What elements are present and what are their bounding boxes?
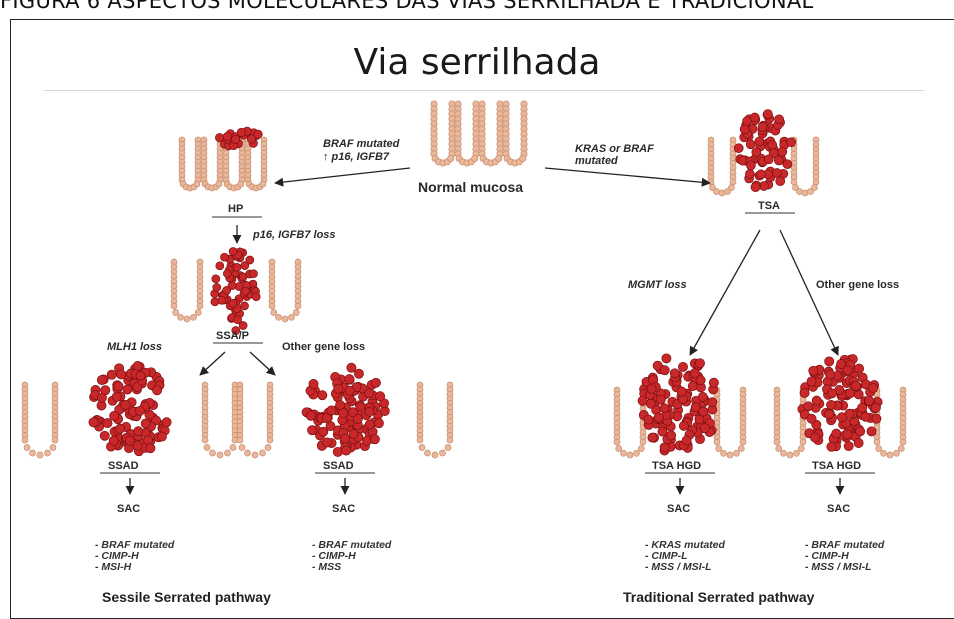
annotation-kras-braf: KRAS or BRAF	[575, 143, 654, 155]
normal-mucosa-label: Normal mucosa	[418, 179, 523, 195]
stage-tsa-hgd-1: TSA HGD	[652, 460, 701, 472]
arrow-normal-to-hp	[275, 168, 410, 183]
sac-2: SAC	[332, 503, 355, 515]
arrow-tsa-to-hgd1	[690, 230, 760, 355]
arrow-ssap-to-ssad1	[200, 352, 225, 375]
stage-tsa-hgd-2: TSA HGD	[812, 460, 861, 472]
feature-item: - MSI-H	[95, 562, 174, 573]
annotation-mutated: mutated	[575, 155, 618, 167]
feature-item: - MSS	[312, 562, 391, 573]
arrow-normal-to-tsa	[545, 168, 710, 183]
stage-ssad-1: SSAD	[108, 460, 139, 472]
features-ssad-1: - BRAF mutated - CIMP-H - MSI-H	[95, 540, 174, 573]
annotation-p16-loss: p16, IGFB7 loss	[253, 229, 336, 241]
feature-item: - MSS / MSI-L	[645, 562, 725, 573]
pathway-label-sessile: Sessile Serrated pathway	[102, 589, 271, 605]
mucosa-illustrations	[22, 101, 906, 458]
sac-3: SAC	[667, 503, 690, 515]
annotation-other-gene-loss-left: Other gene loss	[282, 341, 365, 353]
arrow-tsa-to-hgd2	[780, 230, 838, 355]
sac-4: SAC	[827, 503, 850, 515]
features-tsa-hgd-1: - KRAS mutated - CIMP-L - MSS / MSI-L	[645, 540, 725, 573]
stage-ssad-2: SSAD	[323, 460, 354, 472]
arrow-ssap-to-ssad2	[250, 352, 275, 375]
features-tsa-hgd-2: - BRAF mutated - CIMP-H - MSS / MSI-L	[805, 540, 884, 573]
annotation-mlh1-loss: MLH1 loss	[107, 341, 162, 353]
feature-item: - MSS / MSI-L	[805, 562, 884, 573]
annotation-other-gene-loss-right: Other gene loss	[816, 279, 899, 291]
annotation-mgmt-loss: MGMT loss	[628, 279, 687, 291]
stage-tsa: TSA	[758, 200, 780, 212]
stage-ssap: SSA/P	[216, 330, 249, 342]
annotation-braf-mutated: BRAF mutated	[323, 138, 399, 150]
pathway-label-traditional: Traditional Serrated pathway	[623, 589, 814, 605]
sac-1: SAC	[117, 503, 140, 515]
annotation-p16-up: ↑ p16, IGFB7	[323, 151, 389, 163]
features-ssad-2: - BRAF mutated - CIMP-H - MSS	[312, 540, 391, 573]
stage-hp: HP	[228, 203, 243, 215]
